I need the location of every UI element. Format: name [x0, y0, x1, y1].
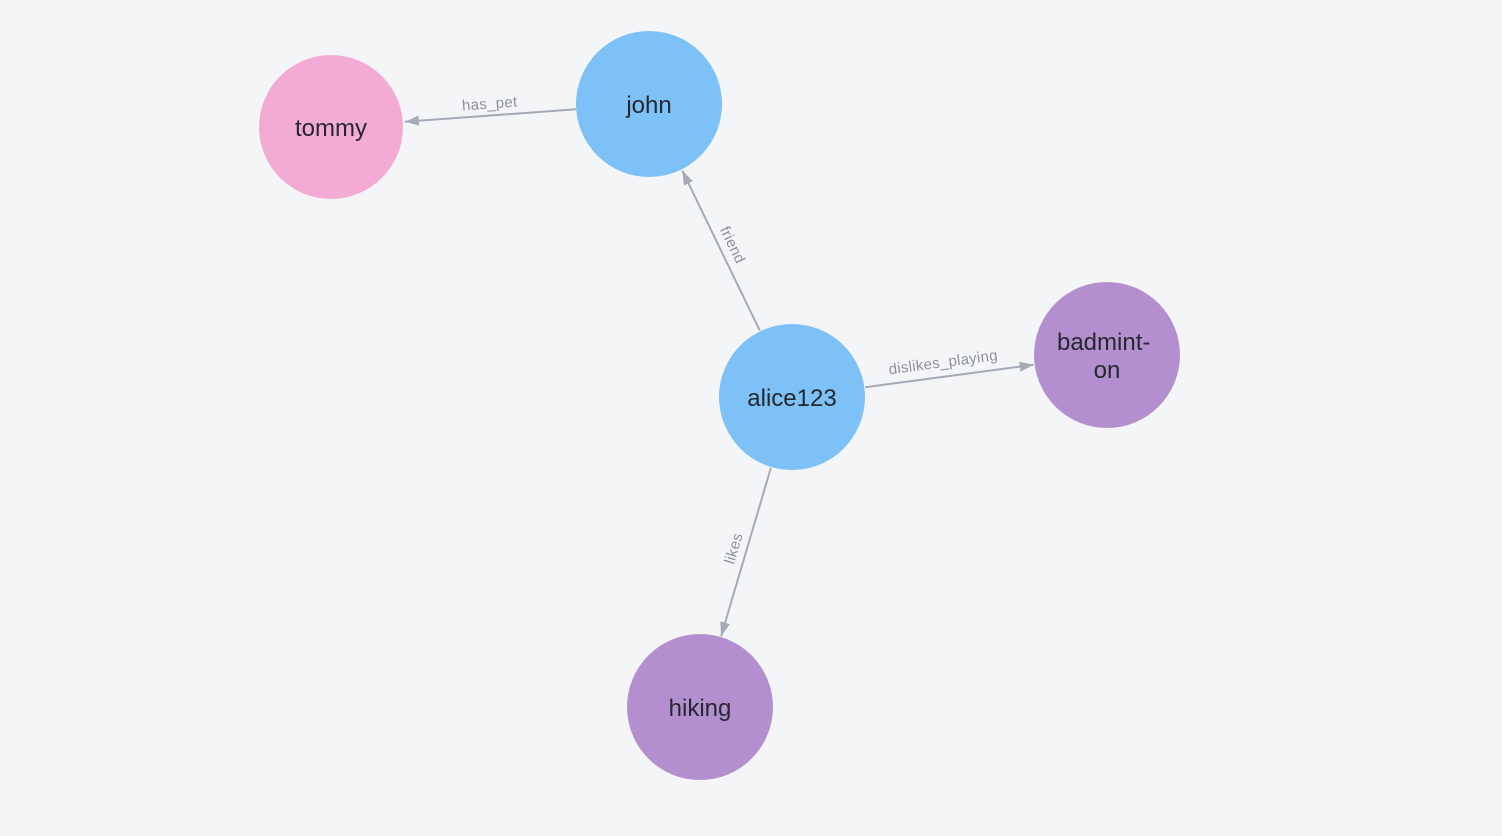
edge-label-friend: friend	[716, 224, 748, 267]
edge-line-has-pet[interactable]	[404, 108, 577, 126]
node-john[interactable]: john	[576, 31, 722, 177]
node-tommy[interactable]: tommy	[259, 55, 403, 199]
edge-line-likes[interactable]	[720, 467, 772, 637]
node-circle-hiking[interactable]	[627, 634, 773, 780]
node-circle-tommy[interactable]	[259, 55, 403, 199]
edge-has-pet[interactable]: has_pet	[404, 94, 577, 126]
node-hiking[interactable]: hiking	[627, 634, 773, 780]
node-badminton[interactable]: badmint- on	[1034, 282, 1180, 428]
edge-label-dislikes-playing: dislikes_playing	[888, 347, 999, 378]
node-circle-alice123[interactable]	[719, 324, 865, 470]
edge-line-dislikes-playing[interactable]	[865, 361, 1034, 389]
node-alice123[interactable]: alice123	[719, 324, 865, 470]
edge-dislikes-playing[interactable]: dislikes_playing	[865, 347, 1034, 389]
edge-likes[interactable]: likes	[720, 467, 772, 637]
node-circle-john[interactable]	[576, 31, 722, 177]
edge-line-friend[interactable]	[681, 170, 761, 331]
edge-friend[interactable]: friend	[681, 170, 761, 331]
node-circle-badminton[interactable]	[1034, 282, 1180, 428]
edge-label-has-pet: has_pet	[461, 94, 518, 115]
